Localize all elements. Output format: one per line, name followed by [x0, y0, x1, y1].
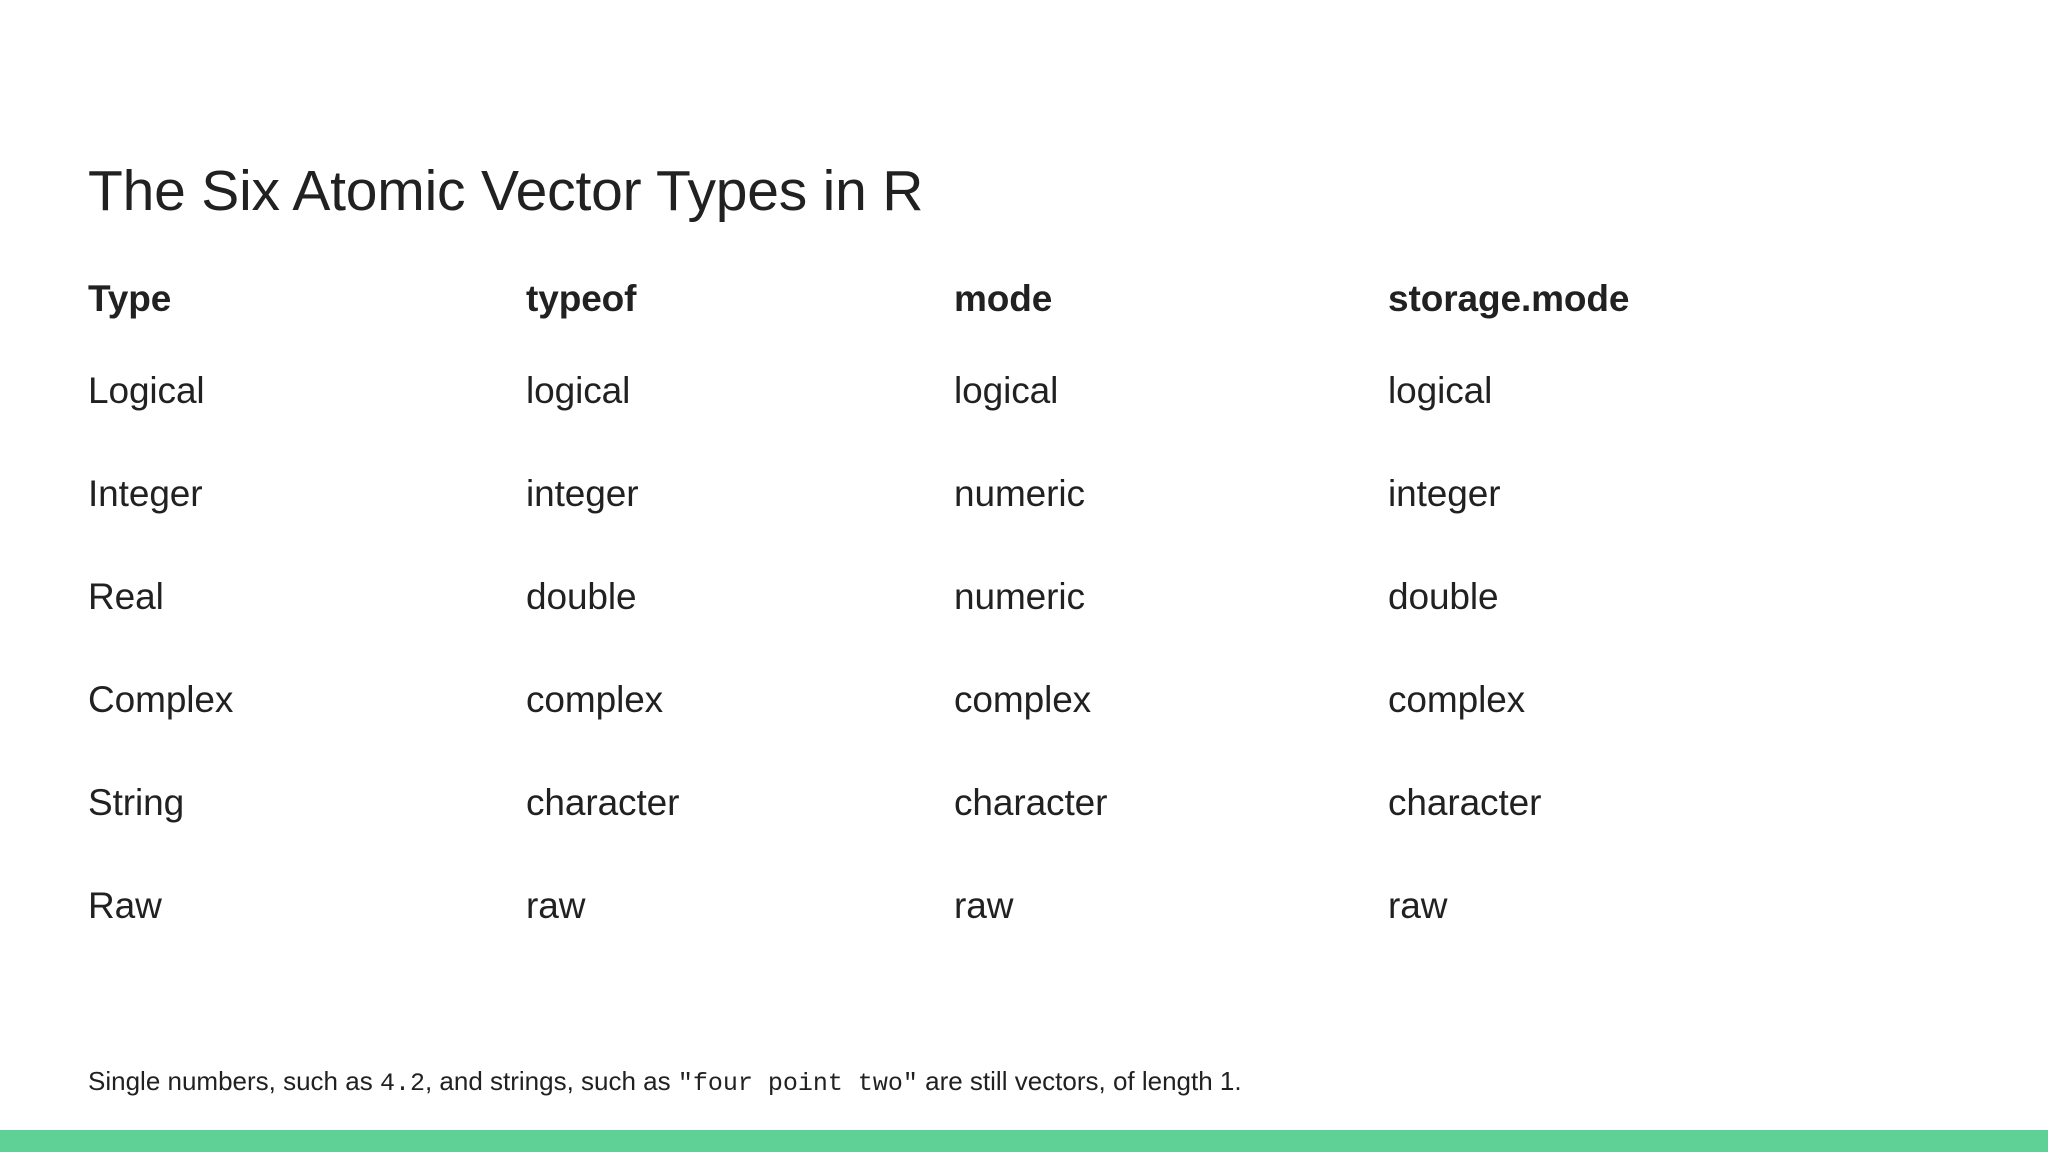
- cell-storage-mode: raw: [1388, 885, 1448, 926]
- table-row: Real double numeric double: [88, 576, 1888, 679]
- cell-mode: numeric: [954, 473, 1085, 514]
- column-header-typeof: typeof: [526, 278, 637, 319]
- cell-type: String: [88, 782, 185, 823]
- cell-type: Real: [88, 576, 164, 617]
- cell-storage-mode: character: [1388, 782, 1542, 823]
- footnote-code-number: 4.2: [379, 1069, 425, 1098]
- footnote-text-1: Single numbers, such as: [88, 1066, 380, 1096]
- footnote-text-2: , and strings, such as: [424, 1066, 678, 1096]
- table-body: Logical logical logical logical Integer …: [88, 370, 1888, 988]
- page-title: The Six Atomic Vector Types in R: [88, 159, 924, 224]
- cell-mode: character: [954, 782, 1108, 823]
- table-header-row: Type typeof mode storage.mode: [88, 278, 1888, 370]
- cell-type: Integer: [88, 473, 203, 514]
- table-row: Integer integer numeric integer: [88, 473, 1888, 576]
- footnote-text-3: are still vectors, of length 1.: [917, 1066, 1242, 1096]
- table-row: String character character character: [88, 782, 1888, 885]
- cell-mode: numeric: [954, 576, 1085, 617]
- cell-mode: raw: [954, 885, 1014, 926]
- cell-type: Complex: [88, 679, 234, 720]
- cell-storage-mode: double: [1388, 576, 1499, 617]
- cell-storage-mode: integer: [1388, 473, 1501, 514]
- table-row: Logical logical logical logical: [88, 370, 1888, 473]
- footnote: Single numbers, such as 4.2, and strings…: [88, 1064, 1242, 1101]
- cell-typeof: character: [526, 782, 680, 823]
- footnote-code-string: "four point two": [677, 1069, 918, 1098]
- cell-type: Raw: [88, 885, 162, 926]
- cell-typeof: double: [526, 576, 637, 617]
- cell-type: Logical: [88, 370, 205, 411]
- atomic-vector-types-table: Type typeof mode storage.mode Logical lo…: [88, 278, 1888, 988]
- cell-mode: logical: [954, 370, 1059, 411]
- cell-storage-mode: complex: [1388, 679, 1526, 720]
- table-row: Raw raw raw raw: [88, 885, 1888, 988]
- cell-mode: complex: [954, 679, 1092, 720]
- column-header-mode: mode: [954, 278, 1053, 319]
- cell-typeof: integer: [526, 473, 639, 514]
- bottom-accent-bar: [0, 1130, 2048, 1152]
- cell-typeof: complex: [526, 679, 664, 720]
- table-row: Complex complex complex complex: [88, 679, 1888, 782]
- cell-typeof: raw: [526, 885, 586, 926]
- column-header-type: Type: [88, 278, 172, 319]
- table-header: Type typeof mode storage.mode: [88, 278, 1888, 370]
- cell-storage-mode: logical: [1388, 370, 1493, 411]
- column-header-storage-mode: storage.mode: [1388, 278, 1630, 319]
- cell-typeof: logical: [526, 370, 631, 411]
